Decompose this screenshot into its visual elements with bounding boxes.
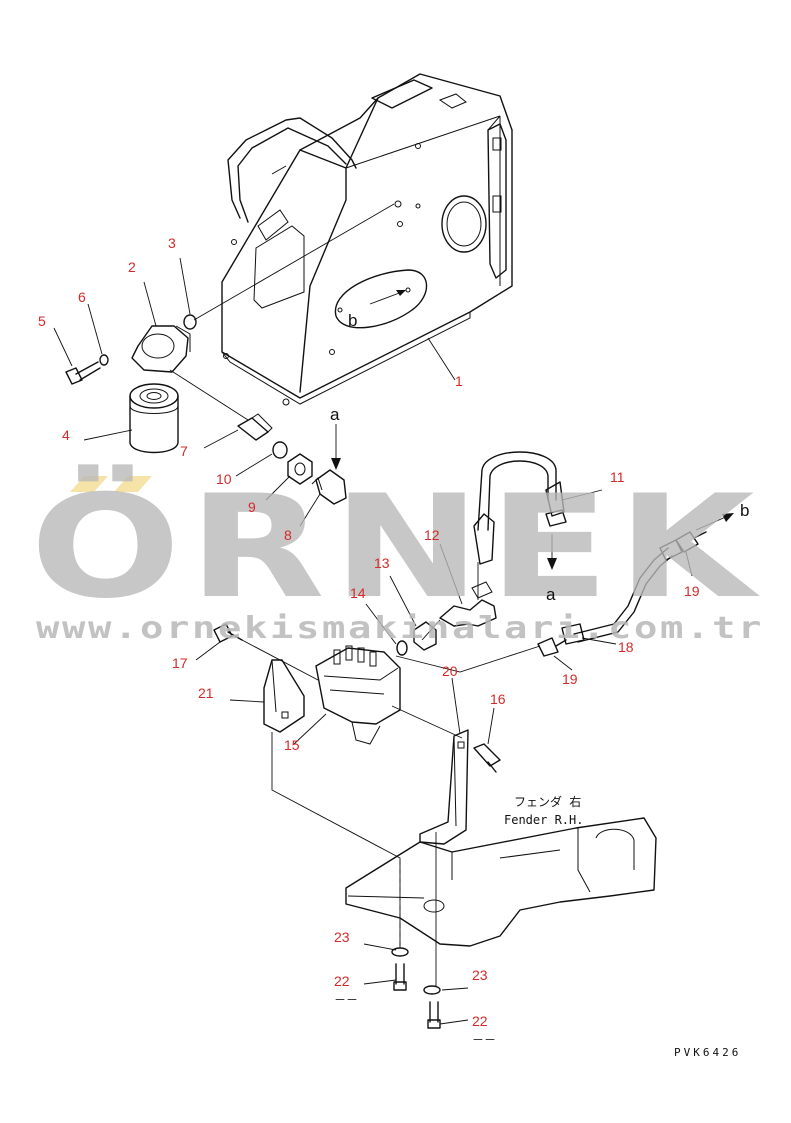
nut-9	[287, 453, 313, 485]
watermark-brand: ÖRNEK	[30, 463, 762, 630]
marker-a-bottom: a	[546, 585, 556, 604]
watermark-accent-left	[70, 476, 108, 492]
watermark: ÖRNEK www.ornekismakinalari.com.tr	[30, 463, 764, 646]
marker-b-hose: b	[740, 501, 749, 520]
marker-a-top: a	[330, 405, 340, 424]
bolt-17	[213, 623, 243, 643]
callout-2: 2	[128, 259, 136, 275]
washer-23-left	[391, 947, 409, 957]
assembly-lines	[241, 562, 541, 986]
leader-lines	[53, 257, 693, 1025]
watermark-url: www.ornekismakinalari.com.tr	[36, 611, 764, 646]
callout-7: 7	[180, 443, 188, 459]
callout-20: 20	[442, 663, 458, 679]
bolt-22-left	[393, 963, 407, 991]
elbow-connector	[169, 369, 273, 441]
callout-12: 12	[424, 527, 440, 543]
callout-10: 10	[216, 471, 232, 487]
fender-label-en: Fender R.H.	[504, 813, 583, 827]
callout-22-left: 22	[334, 973, 350, 989]
o-ring-14	[396, 640, 408, 656]
o-ring-seal	[183, 314, 197, 330]
filter-bolt	[65, 361, 101, 385]
lock-washer	[99, 354, 109, 366]
callout-16: 16	[490, 691, 506, 707]
bracket-21	[263, 659, 305, 733]
watermark-accent-right	[114, 476, 152, 492]
nut-13	[413, 621, 437, 651]
callout-22-right: 22	[472, 1013, 488, 1029]
callout-23-right: 23	[472, 967, 488, 983]
drawing-code: PVK6426	[674, 1046, 741, 1059]
flow-arrows	[331, 424, 734, 570]
callout-23-left: 23	[334, 929, 350, 945]
hose-11	[473, 451, 567, 565]
callout-6: 6	[78, 289, 86, 305]
callouts: 1 2 3 4 5 6 7 8 9 10 11 12 13 14 15 16 1…	[38, 235, 700, 1029]
fender-note: フェンダ 右 Fender R.H.	[504, 794, 583, 827]
markers: a a b b	[330, 311, 749, 604]
callout-5: 5	[38, 313, 46, 329]
dash-mark-left: －－	[334, 993, 358, 1007]
callout-3: 3	[168, 235, 176, 251]
bracket-20	[419, 729, 469, 845]
callout-19-lower: 19	[562, 671, 578, 687]
dash-mark-right: －－	[472, 1033, 496, 1047]
pipe-18	[561, 539, 683, 645]
marker-b-tank: b	[348, 311, 357, 330]
callout-18: 18	[618, 639, 634, 655]
callout-15: 15	[284, 737, 300, 753]
callout-14: 14	[350, 585, 366, 601]
connector-19-upper	[675, 531, 707, 553]
bolt-16	[473, 743, 501, 773]
fuel-filter-head	[131, 325, 191, 373]
callout-19-upper: 19	[684, 583, 700, 599]
bolt-22-right	[427, 1001, 441, 1029]
callout-1: 1	[455, 373, 463, 389]
washer-23-right	[423, 985, 441, 995]
callout-9: 9	[248, 499, 256, 515]
callout-4: 4	[62, 427, 70, 443]
fender-rh	[345, 817, 657, 947]
control-valve-15	[315, 645, 401, 745]
fitting-12	[439, 581, 497, 627]
fuel-tank	[193, 73, 513, 406]
washer-10	[272, 441, 288, 459]
callout-11: 11	[610, 469, 625, 485]
fuel-filter-cartridge	[129, 383, 179, 454]
connector-19-lower	[537, 637, 567, 657]
callout-8: 8	[284, 527, 292, 543]
callout-13: 13	[374, 555, 390, 571]
fender-label-jp: フェンダ 右	[514, 794, 581, 809]
callout-17: 17	[172, 655, 188, 671]
callout-21: 21	[198, 685, 214, 701]
